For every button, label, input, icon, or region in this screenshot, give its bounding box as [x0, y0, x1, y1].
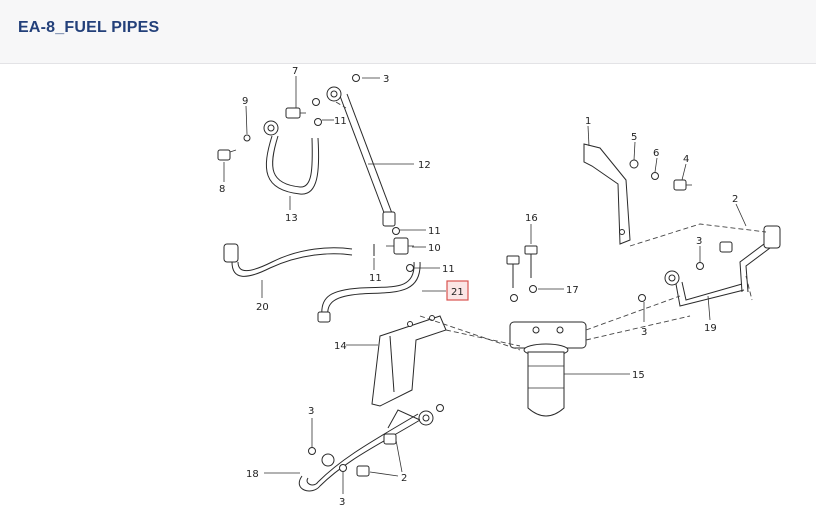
fuel-pipes-drawing: 7 3 9 11 12 8 13 11 10 11 11 20 21 14 15…: [217, 66, 781, 508]
part-11-clip[interactable]: [406, 264, 414, 272]
parts-diagram: 7 3 9 11 12 8 13 11 10 11 11 20 21 14 15…: [0, 64, 816, 513]
part-10-connector[interactable]: [386, 237, 414, 255]
callout-17[interactable]: 17: [566, 285, 579, 296]
part-17-washer[interactable]: [529, 285, 537, 293]
part-3-washer[interactable]: [308, 447, 316, 455]
part-11-clip[interactable]: [392, 227, 400, 235]
part-7-banjo-bolt[interactable]: [285, 107, 306, 119]
part-15-fuel-filter[interactable]: [509, 321, 587, 417]
callout-3[interactable]: 3: [641, 327, 647, 338]
callout-14[interactable]: 14: [334, 341, 347, 352]
callout-3[interactable]: 3: [383, 74, 389, 85]
part-9-washer[interactable]: [243, 134, 251, 142]
page-title: EA-8_FUEL PIPES: [18, 19, 160, 36]
part-1-bracket[interactable]: [583, 143, 631, 245]
part-14-bracket[interactable]: [371, 315, 447, 407]
callout-21[interactable]: 21: [451, 287, 464, 298]
part-2-banjo[interactable]: [321, 453, 335, 467]
part-21-hose[interactable]: [317, 261, 421, 323]
callout-15[interactable]: 15: [632, 370, 645, 381]
callout-7[interactable]: 7: [292, 66, 298, 77]
part-11-clip[interactable]: [314, 118, 322, 126]
part-19-pipe[interactable]: [664, 270, 745, 307]
callout-2[interactable]: 2: [732, 194, 738, 205]
callout-3[interactable]: 3: [308, 406, 314, 417]
part-2-bolt[interactable]: [356, 433, 397, 477]
callout-5[interactable]: 5: [631, 132, 637, 143]
callout-11[interactable]: 11: [334, 116, 347, 127]
callout-20[interactable]: 20: [256, 302, 269, 313]
callout-11[interactable]: 11: [428, 226, 441, 237]
part-16-bolt[interactable]: [506, 245, 538, 288]
part-3-washer[interactable]: [696, 262, 704, 270]
callout-11[interactable]: 11: [442, 264, 455, 275]
callout-4[interactable]: 4: [683, 154, 689, 165]
page-header: EA-8_FUEL PIPES: [0, 0, 816, 64]
callout-11[interactable]: 11: [369, 273, 382, 284]
part-3-washer[interactable]: [312, 98, 320, 106]
part-3-washer[interactable]: [352, 74, 360, 82]
callout-9[interactable]: 9: [242, 96, 248, 107]
part-18-pipe[interactable]: [298, 409, 434, 492]
callout-3[interactable]: 3: [339, 497, 345, 508]
part-3-washer[interactable]: [339, 464, 347, 472]
part-4-bolt[interactable]: [673, 179, 692, 191]
part-5-washer[interactable]: [629, 159, 639, 169]
callout-12[interactable]: 12: [418, 160, 431, 171]
callout-6[interactable]: 6: [653, 148, 659, 159]
part-17-washer[interactable]: [510, 294, 518, 302]
callout-2[interactable]: 2: [401, 473, 407, 484]
highlight-box[interactable]: [446, 280, 469, 301]
part-6-washer[interactable]: [651, 172, 659, 180]
callout-19[interactable]: 19: [704, 323, 717, 334]
part-3-washer[interactable]: [436, 404, 444, 412]
callout-8[interactable]: 8: [219, 184, 225, 195]
part-12-pipe[interactable]: [326, 86, 396, 227]
callout-13[interactable]: 13: [285, 213, 298, 224]
leader-lines: [223, 76, 747, 494]
callout-16[interactable]: 16: [525, 213, 538, 224]
callout-10[interactable]: 10: [428, 243, 441, 254]
callout-3[interactable]: 3: [696, 236, 702, 247]
part-13-hose[interactable]: [263, 120, 320, 195]
part-3-washer[interactable]: [638, 294, 646, 302]
part-2-pipe-assembly[interactable]: [719, 225, 781, 293]
callout-18[interactable]: 18: [246, 469, 259, 480]
part-20-hose[interactable]: [223, 243, 353, 277]
callout-1[interactable]: 1: [585, 116, 591, 127]
part-8-bolt[interactable]: [217, 149, 237, 161]
